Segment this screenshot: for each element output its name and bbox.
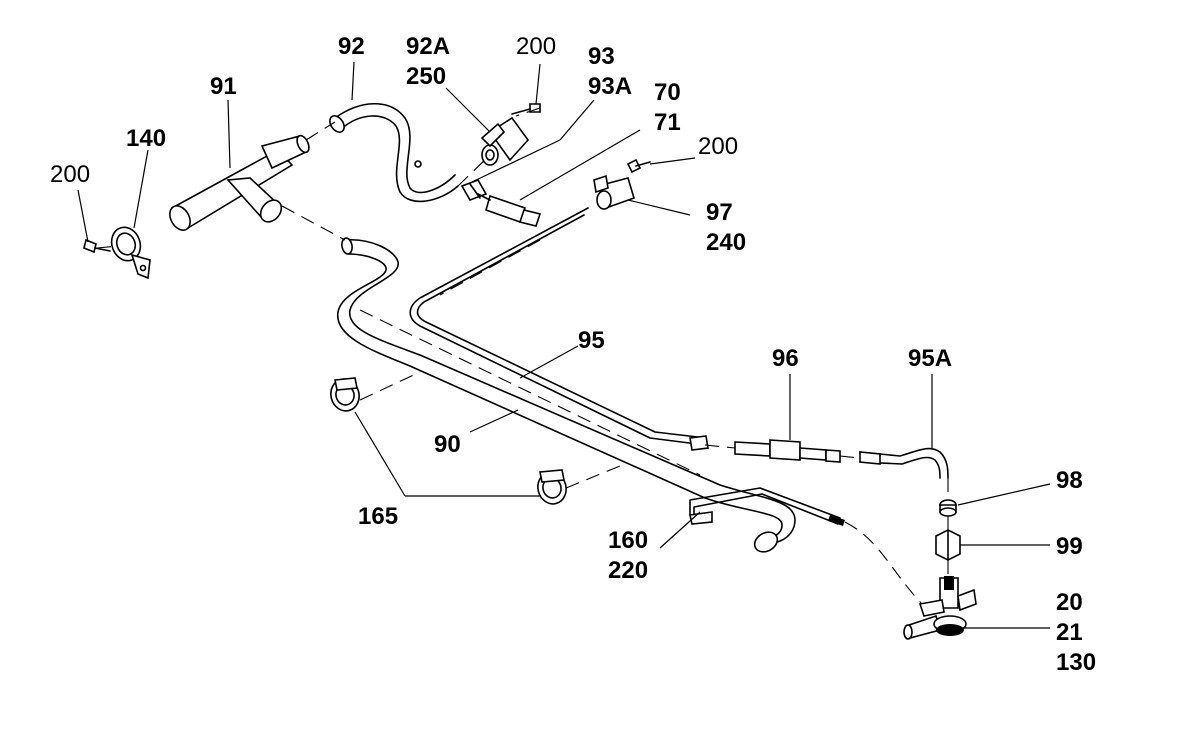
part-95-metal-line xyxy=(409,207,709,451)
part-92-bent-hose xyxy=(329,102,459,203)
part-97-connector xyxy=(593,174,635,210)
label-90: 90 xyxy=(434,431,461,458)
label-200-right: 200 xyxy=(698,133,738,160)
part-98-seal xyxy=(939,499,957,517)
label-95: 95 xyxy=(578,327,605,354)
label-91: 91 xyxy=(210,73,237,100)
label-98: 98 xyxy=(1056,467,1083,494)
label-99: 99 xyxy=(1056,533,1083,560)
label-200-top: 200 xyxy=(516,33,556,60)
label-70: 70 xyxy=(654,79,681,106)
part-91-t-hose xyxy=(169,134,310,231)
part-140-clamp xyxy=(110,226,151,280)
label-93a: 93A xyxy=(588,73,632,100)
label-71: 71 xyxy=(654,109,681,136)
part-92a-sensor xyxy=(480,116,530,166)
label-130: 130 xyxy=(1056,649,1096,676)
part-90-main-hose xyxy=(337,237,796,553)
label-165: 165 xyxy=(358,503,398,530)
label-96: 96 xyxy=(772,345,799,372)
label-200-left: 200 xyxy=(50,161,90,188)
label-160: 160 xyxy=(608,527,648,554)
label-92a: 92A xyxy=(406,33,450,60)
leader-lines xyxy=(77,61,1051,629)
assembly-guides xyxy=(96,107,949,605)
label-93: 93 xyxy=(588,43,615,70)
label-140: 140 xyxy=(126,125,166,152)
label-21: 21 xyxy=(1056,619,1083,646)
part-165-clamp-lower xyxy=(537,469,567,505)
part-200-screw-right xyxy=(626,158,651,174)
part-20-valve xyxy=(903,576,977,640)
part-95a-line xyxy=(859,447,949,479)
label-20: 20 xyxy=(1056,589,1083,616)
label-220: 220 xyxy=(608,557,648,584)
part-96-filter xyxy=(734,439,841,463)
label-92: 92 xyxy=(338,33,365,60)
part-labels: 92 92A 250 200 93 93A 70 71 91 140 200 2… xyxy=(50,33,1096,676)
part-165-clamp-upper xyxy=(330,377,360,412)
label-250: 250 xyxy=(406,63,446,90)
part-160-bracket xyxy=(689,487,845,526)
part-99-nut xyxy=(935,529,961,561)
label-97: 97 xyxy=(706,199,733,226)
label-95a: 95A xyxy=(908,345,952,372)
part-70-sensor-plug xyxy=(477,193,542,227)
label-240: 240 xyxy=(706,229,746,256)
